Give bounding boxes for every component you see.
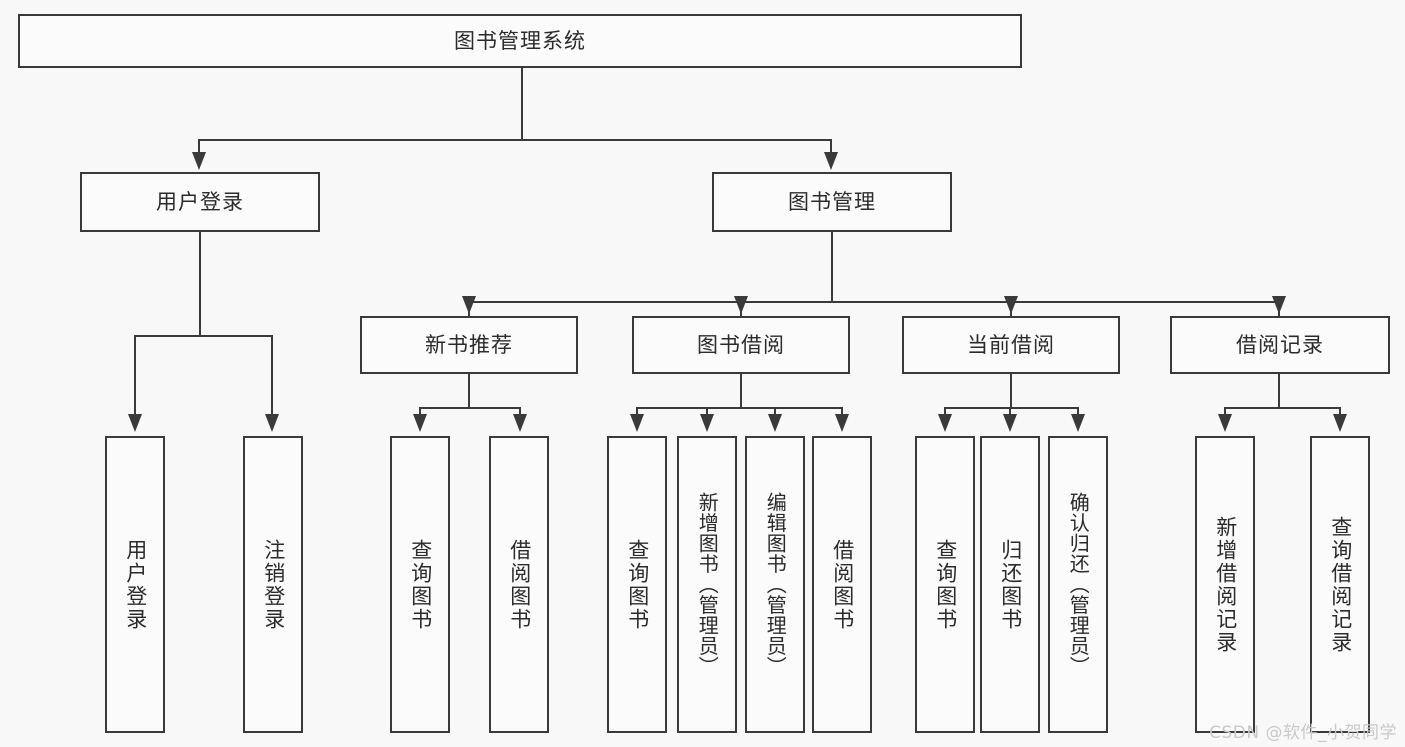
- leaf-query-book-recommend[interactable]: 查询图书: [390, 436, 450, 733]
- connector-book-borrow-stem: [740, 374, 742, 408]
- connector-book-mgmt-stem: [831, 232, 833, 302]
- connector-user-login-bar: [134, 335, 273, 337]
- connector-user-login-stem: [199, 232, 201, 336]
- connector-borrow-record-stem: [1278, 374, 1280, 408]
- connector-book-borrow-drop-2: [706, 407, 708, 419]
- arrow-to-leaf-add-book: [700, 414, 714, 432]
- node-root-system[interactable]: 图书管理系统: [18, 14, 1022, 68]
- connector-current-borrow-drop-2: [1009, 407, 1011, 419]
- connector-new-book-bar: [419, 407, 520, 409]
- connector-new-book-drop-2: [519, 407, 521, 419]
- connector-root-stem: [521, 68, 523, 140]
- arrow-to-leaf-query-book-2: [630, 414, 644, 432]
- connector-user-login-drop-1: [134, 335, 136, 419]
- leaf-add-borrow-record[interactable]: 新增借阅记录: [1195, 436, 1255, 733]
- node-label: 确认归还（管理员）: [1066, 492, 1091, 677]
- connector-new-book-drop-1: [419, 407, 421, 419]
- node-label: 查询图书: [408, 538, 433, 631]
- node-borrow-record[interactable]: 借阅记录: [1170, 316, 1390, 374]
- node-label: 图书管理: [788, 189, 876, 214]
- connector-current-borrow-stem: [1010, 374, 1012, 408]
- arrow-to-leaf-user-login: [128, 414, 142, 432]
- connector-current-borrow-drop-3: [1077, 407, 1079, 419]
- leaf-edit-book-admin[interactable]: 编辑图书（管理员）: [745, 436, 805, 733]
- node-book-management[interactable]: 图书管理: [712, 172, 952, 232]
- arrow-to-leaf-query-book-3: [938, 414, 952, 432]
- node-book-borrow[interactable]: 图书借阅: [632, 316, 850, 374]
- leaf-borrow-book[interactable]: 借阅图书: [812, 436, 872, 733]
- node-label: 归还图书: [998, 538, 1023, 631]
- leaf-add-book-admin[interactable]: 新增图书（管理员）: [677, 436, 737, 733]
- arrow-to-borrow-record: [1272, 296, 1286, 314]
- arrow-to-current-borrow: [1004, 296, 1018, 314]
- connector-borrow-record-drop-1: [1224, 407, 1226, 419]
- watermark-text: CSDN @软件_小贺同学: [1209, 723, 1397, 743]
- arrow-to-user-login: [192, 152, 206, 170]
- connector-root-to-user-login: [198, 139, 200, 157]
- node-label: 借阅记录: [1236, 332, 1324, 357]
- arrow-to-leaf-edit-book: [768, 414, 782, 432]
- node-label: 查询图书: [625, 538, 650, 631]
- leaf-query-book-current[interactable]: 查询图书: [915, 436, 975, 733]
- leaf-return-book[interactable]: 归还图书: [980, 436, 1040, 733]
- connector-root-to-book-mgmt: [830, 139, 832, 157]
- connector-book-borrow-drop-3: [774, 407, 776, 419]
- connector-book-borrow-bar: [636, 407, 842, 409]
- arrow-to-book-borrow: [734, 296, 748, 314]
- connector-current-borrow-bar: [944, 407, 1078, 409]
- arrow-to-leaf-borrow-book-1: [513, 414, 527, 432]
- leaf-user-login[interactable]: 用户登录: [105, 436, 165, 733]
- arrow-to-leaf-query-book-1: [413, 414, 427, 432]
- node-label: 用户登录: [123, 538, 148, 631]
- connector-user-login-drop-2: [271, 335, 273, 419]
- node-label: 新增图书（管理员）: [695, 492, 720, 677]
- arrow-to-leaf-confirm-return: [1071, 414, 1085, 432]
- connector-borrow-record-drop-2: [1339, 407, 1341, 419]
- connector-new-book-stem: [468, 374, 470, 408]
- arrow-to-book-mgmt: [824, 152, 838, 170]
- arrow-to-leaf-borrow-book-2: [835, 414, 849, 432]
- connector-book-mgmt-bar: [468, 301, 1279, 303]
- leaf-query-borrow-record[interactable]: 查询借阅记录: [1310, 436, 1370, 733]
- node-label: 图书借阅: [697, 332, 785, 357]
- leaf-logout[interactable]: 注销登录: [243, 436, 303, 733]
- connector-book-borrow-drop-4: [841, 407, 843, 419]
- leaf-borrow-book-recommend[interactable]: 借阅图书: [489, 436, 549, 733]
- connector-current-borrow-drop-1: [944, 407, 946, 419]
- node-label: 新增借阅记录: [1213, 515, 1238, 654]
- node-label: 图书管理系统: [454, 28, 586, 53]
- node-current-borrow[interactable]: 当前借阅: [902, 316, 1120, 374]
- arrow-to-leaf-return-book: [1003, 414, 1017, 432]
- connector-root-bar: [198, 139, 832, 141]
- arrow-to-new-book-recommend: [462, 296, 476, 314]
- node-label: 新书推荐: [425, 332, 513, 357]
- arrow-to-leaf-logout: [265, 414, 279, 432]
- node-label: 查询借阅记录: [1328, 515, 1353, 654]
- node-label: 用户登录: [156, 189, 244, 214]
- connector-borrow-record-bar: [1224, 407, 1340, 409]
- leaf-query-book-borrow[interactable]: 查询图书: [607, 436, 667, 733]
- node-user-login[interactable]: 用户登录: [80, 172, 320, 232]
- node-label: 查询图书: [933, 538, 958, 631]
- node-label: 注销登录: [261, 538, 286, 631]
- node-label: 当前借阅: [967, 332, 1055, 357]
- arrow-to-leaf-query-record: [1333, 414, 1347, 432]
- connector-book-borrow-drop-1: [636, 407, 638, 419]
- node-label: 借阅图书: [507, 538, 532, 631]
- node-new-book-recommend[interactable]: 新书推荐: [360, 316, 578, 374]
- leaf-confirm-return-admin[interactable]: 确认归还（管理员）: [1048, 436, 1108, 733]
- node-label: 借阅图书: [830, 538, 855, 631]
- arrow-to-leaf-add-record: [1218, 414, 1232, 432]
- node-label: 编辑图书（管理员）: [763, 492, 788, 677]
